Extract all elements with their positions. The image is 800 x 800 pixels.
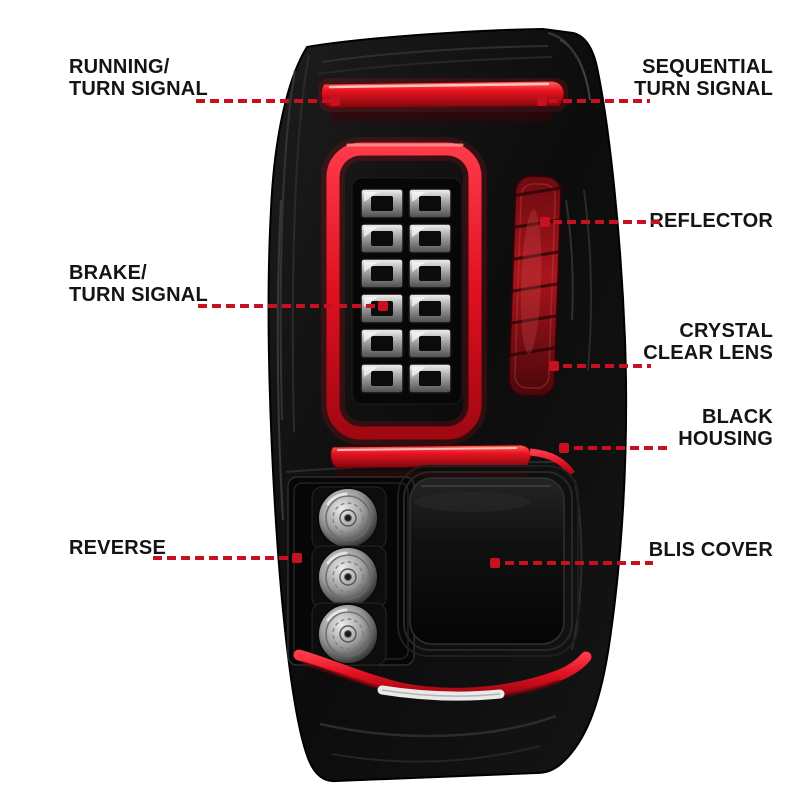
leader-line-sequential <box>549 99 650 103</box>
led-array <box>351 177 463 405</box>
callout-dot-crystal <box>549 361 559 371</box>
reflector <box>507 174 563 398</box>
blis-cover <box>397 465 579 657</box>
callout-label-crystal-clear-lens: CRYSTAL CLEAR LENS <box>643 320 773 365</box>
callout-label-reflector: REFLECTOR <box>649 210 773 232</box>
leader-line-reverse <box>153 556 291 560</box>
callout-dot-blis <box>490 558 500 568</box>
callout-label-reverse: REVERSE <box>69 537 166 559</box>
callout-label-black-housing: BLACK HOUSING <box>678 406 773 451</box>
callout-dot-housing <box>559 443 569 453</box>
callout-dot-brake <box>378 301 388 311</box>
callout-label-brake-turn-signal: BRAKE/ TURN SIGNAL <box>69 262 208 307</box>
leader-line-blis <box>505 561 653 565</box>
leader-line-running <box>196 99 330 103</box>
reverse-light <box>287 476 415 667</box>
callout-dot-reflector <box>540 217 550 227</box>
callout-dot-sequential <box>537 96 547 106</box>
callout-dot-running <box>330 96 340 106</box>
leader-line-crystal <box>563 364 651 368</box>
callout-label-running-turn-signal: RUNNING/ TURN SIGNAL <box>69 56 208 101</box>
callout-label-sequential-turn-signal: SEQUENTIAL TURN SIGNAL <box>634 56 773 101</box>
leader-line-housing <box>574 446 672 450</box>
leader-line-brake <box>198 304 376 308</box>
lower-accent-bar <box>293 649 592 701</box>
callout-dot-reverse <box>292 553 302 563</box>
leader-line-reflector <box>553 220 661 224</box>
running-light-bar <box>318 78 568 121</box>
callout-label-blis-cover: BLIS COVER <box>648 539 773 561</box>
brake-light-bar <box>321 137 487 445</box>
